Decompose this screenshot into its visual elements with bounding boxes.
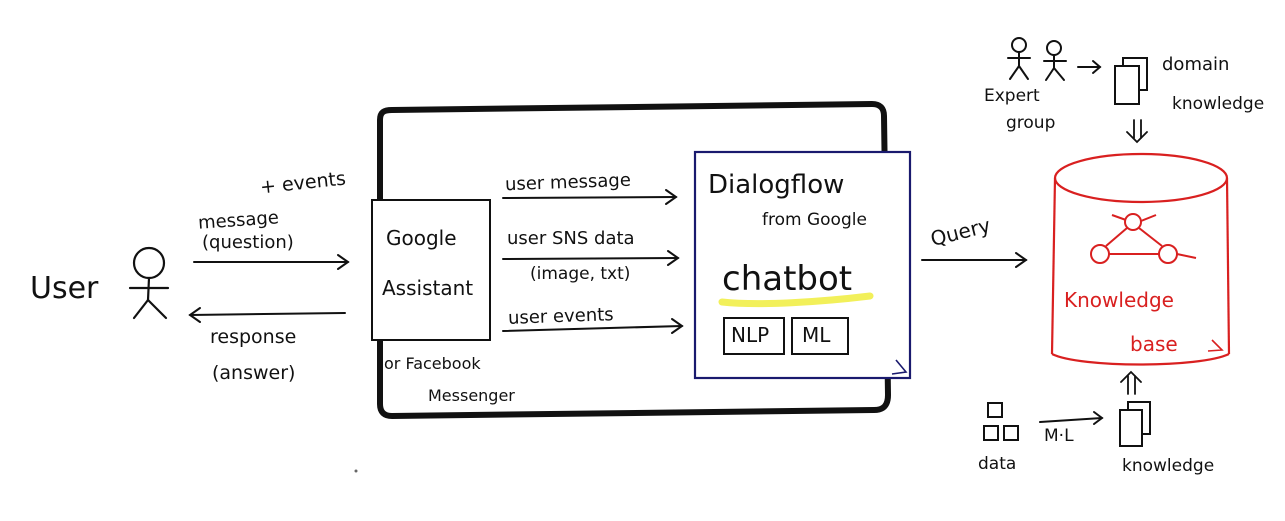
assistant-title-line1: Google bbox=[386, 226, 457, 250]
assistant-alt-line2: Messenger bbox=[428, 386, 515, 405]
expert-label-line2: group bbox=[1006, 113, 1056, 133]
knowledge-label: knowledge bbox=[1122, 456, 1215, 476]
assistant-title-line2: Assistant bbox=[382, 276, 474, 300]
knowledge-graph-icon bbox=[1090, 213, 1197, 264]
assistant-alt-line1: or Facebook bbox=[384, 354, 481, 373]
ml-box bbox=[791, 317, 849, 355]
dialogflow-input-arrows bbox=[502, 189, 684, 334]
knowledge-to-kb-arrow bbox=[1120, 370, 1142, 395]
user-sns-data-label: user SNS data bbox=[507, 228, 635, 249]
stray-dot bbox=[354, 469, 358, 473]
chatbot-label: chatbot bbox=[722, 259, 853, 299]
ml-process-label: M·L bbox=[1044, 426, 1074, 446]
dialogflow-title: Dialogflow bbox=[708, 170, 845, 200]
expert-to-domain-arrow bbox=[1077, 60, 1102, 74]
knowledge-base-label-line1: Knowledge bbox=[1064, 288, 1174, 312]
knowledge-base-label-line2: base bbox=[1130, 332, 1178, 356]
nlp-label: NLP bbox=[731, 323, 770, 347]
dialogflow-box bbox=[693, 150, 912, 380]
domain-to-kb-arrow bbox=[1126, 119, 1148, 144]
platform-frame bbox=[377, 101, 891, 419]
message-arrow bbox=[193, 254, 350, 270]
user-figure-icon bbox=[128, 246, 170, 320]
data-blocks-icon bbox=[983, 402, 1019, 441]
knowledge-document-icon bbox=[1119, 401, 1151, 447]
domain-label-line2: knowledge bbox=[1172, 94, 1265, 114]
domain-document-icon bbox=[1114, 57, 1148, 105]
nlp-box bbox=[723, 317, 785, 355]
image-txt-label: (image, txt) bbox=[530, 264, 631, 284]
ml-label: ML bbox=[802, 323, 831, 347]
question-label: (question) bbox=[202, 232, 294, 253]
query-arrow bbox=[921, 252, 1028, 268]
chatbot-highlight bbox=[718, 292, 874, 308]
data-to-knowledge-arrow bbox=[1039, 411, 1104, 425]
expert-group-icon bbox=[1007, 37, 1067, 81]
user-message-label: user message bbox=[504, 169, 632, 196]
user-events-label: user events bbox=[507, 304, 614, 329]
domain-label-line1: domain bbox=[1162, 54, 1230, 75]
user-label: User bbox=[30, 271, 99, 306]
assistant-box bbox=[371, 199, 491, 341]
response-label: response bbox=[210, 326, 297, 348]
response-arrow bbox=[188, 307, 346, 323]
dialogflow-subtitle: from Google bbox=[762, 210, 867, 230]
answer-label: (answer) bbox=[212, 362, 296, 384]
data-label: data bbox=[978, 454, 1017, 474]
knowledge-base-cylinder bbox=[1050, 152, 1231, 366]
expert-label-line1: Expert bbox=[984, 86, 1040, 106]
